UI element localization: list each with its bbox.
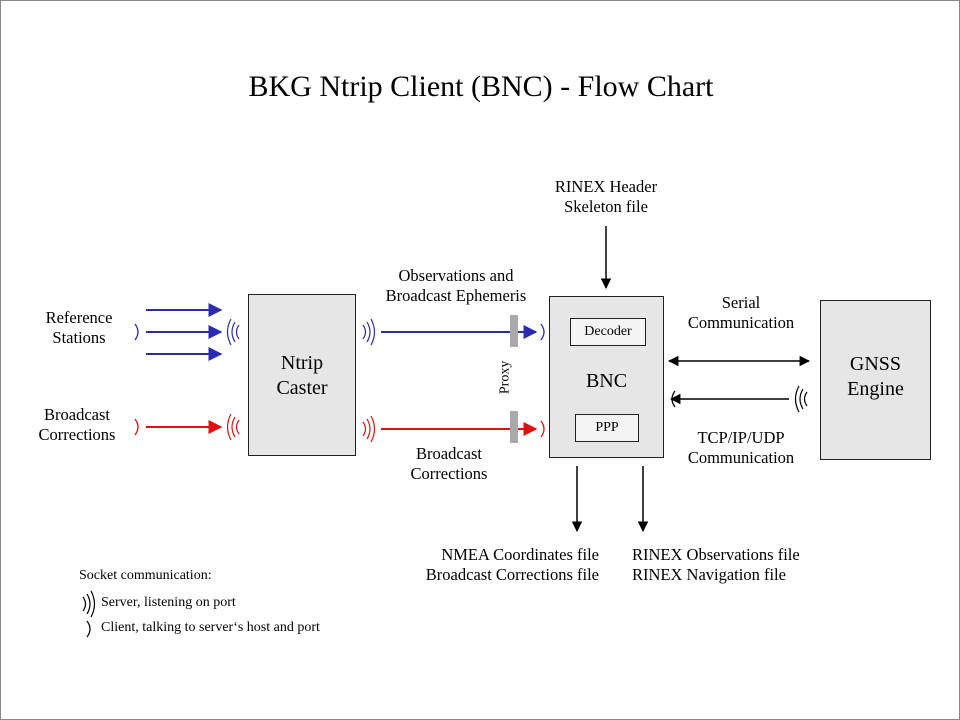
rinex-output-label: RINEX Observations file RINEX Navigation… — [632, 545, 800, 584]
serial-communication-label: Serial Communication — [687, 293, 795, 332]
ppp-box: PPP — [575, 414, 639, 442]
legend-client-icon — [86, 620, 91, 638]
server-socket-icon — [794, 385, 808, 413]
bnc-box: Decoder BNC PPP — [549, 296, 664, 458]
client-socket-icon — [540, 420, 545, 438]
proxy-bar-top — [510, 315, 518, 347]
legend-server-icon — [82, 590, 96, 618]
reference-stations-label: Reference Stations — [45, 308, 113, 347]
broadcast-corrections-link-label: Broadcast Corrections — [410, 444, 488, 483]
server-socket-icon — [362, 415, 376, 443]
legend-client-label: Client, talking to server‘s host and por… — [101, 620, 320, 635]
client-socket-icon — [540, 323, 545, 341]
tcp-communication-label: TCP/IP/UDP Communication — [687, 428, 795, 467]
gnss-engine-label: GNSS Engine — [847, 353, 904, 400]
bnc-label: BNC — [585, 370, 628, 392]
nmea-output-label: NMEA Coordinates file Broadcast Correcti… — [425, 545, 599, 584]
rinex-header-label: RINEX Header Skeleton file — [554, 177, 658, 216]
proxy-label: Proxy — [497, 360, 513, 395]
proxy-bar-bottom — [510, 411, 518, 443]
client-socket-icon — [134, 323, 139, 341]
client-socket-icon — [671, 390, 676, 408]
server-socket-icon — [362, 318, 376, 346]
server-socket-icon — [226, 413, 240, 441]
legend-title: Socket communication: — [79, 568, 212, 583]
broadcast-corrections-input-label: Broadcast Corrections — [38, 405, 116, 444]
legend-server-label: Server, listening on port — [101, 595, 236, 610]
server-socket-icon — [226, 318, 240, 346]
ntrip-caster-box: Ntrip Caster — [248, 294, 356, 456]
decoder-box: Decoder — [570, 318, 646, 346]
chart-title: BKG Ntrip Client (BNC) - Flow Chart — [248, 70, 714, 103]
obs-eph-label: Observations and Broadcast Ephemeris — [385, 266, 527, 305]
gnss-engine-box: GNSS Engine — [820, 300, 931, 460]
ntrip-caster-label: Ntrip Caster — [276, 352, 328, 399]
client-socket-icon — [134, 418, 139, 436]
